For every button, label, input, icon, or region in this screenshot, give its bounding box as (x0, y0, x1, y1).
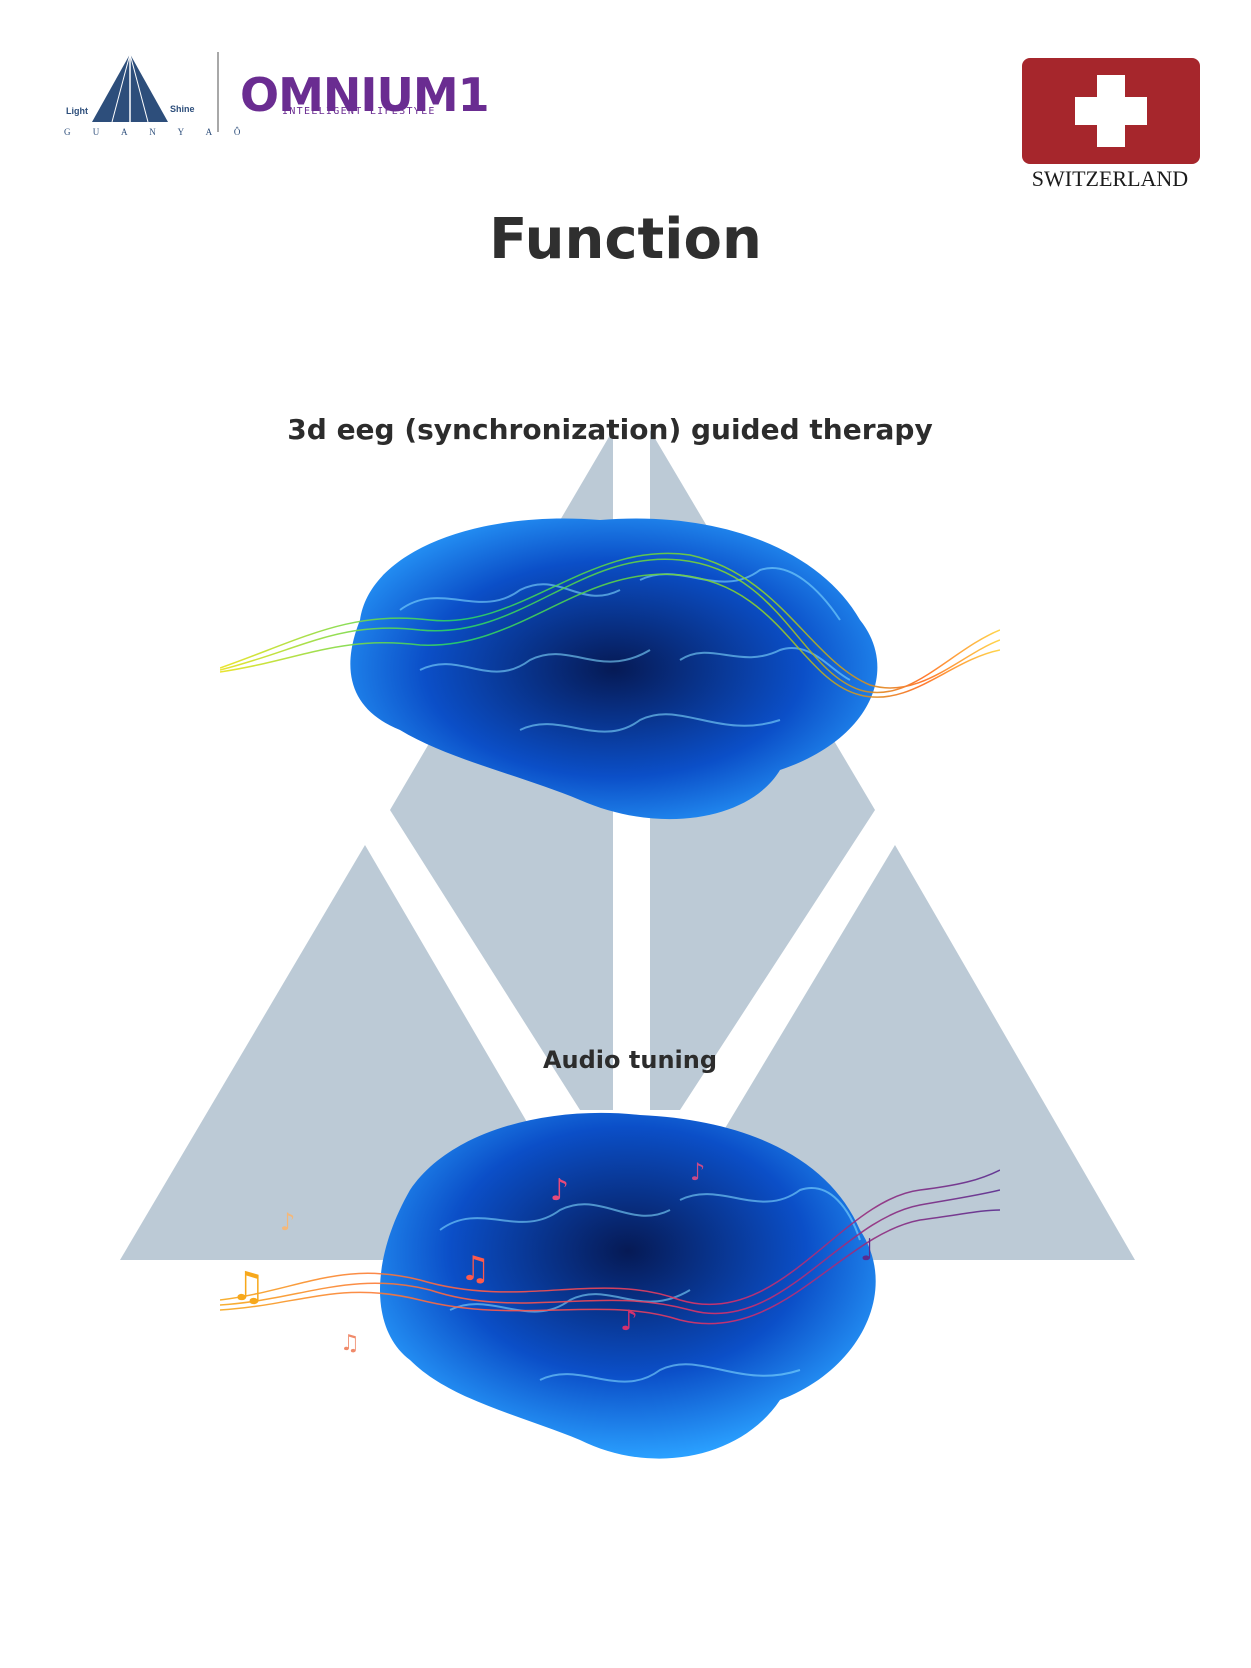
brain-illustration-icon (220, 518, 1000, 820)
brand-logo: Light Shine G U A N Y A Ô (60, 50, 500, 140)
brain-illustration-icon: ♫ ♪ ♫ ♪ ♪ ♪ ♩ ♫ (220, 1112, 1000, 1459)
brand-tagline: INTELLIGENT LIFESTYLE (282, 106, 436, 117)
svg-text:♪: ♪ (280, 1208, 295, 1236)
svg-text:♪: ♪ (620, 1304, 638, 1337)
backdrop-triangle-right (700, 845, 1135, 1260)
svg-text:♪: ♪ (550, 1173, 569, 1208)
section-caption-eeg: 3d eeg (synchronization) guided therapy (287, 413, 933, 446)
section-caption-audio: Audio tuning (542, 1046, 718, 1074)
swiss-cross-icon (1075, 75, 1147, 147)
logo-company-name: G U A N Y A Ô (64, 127, 250, 137)
triangle-logo-icon: Light Shine G U A N Y A Ô (64, 52, 250, 137)
swiss-flag (1022, 58, 1200, 164)
country-label: SWITZERLAND (1031, 166, 1189, 191)
svg-text:♫: ♫ (460, 1249, 490, 1289)
logo-word-shine: Shine (170, 104, 195, 114)
svg-text:♫: ♫ (230, 1264, 266, 1310)
logo-word-light: Light (66, 106, 88, 116)
music-note-icon: ♫ ♪ ♫ ♪ ♪ ♪ ♩ ♫ (230, 1158, 874, 1356)
svg-text:♪: ♪ (690, 1158, 705, 1186)
page-title: Function (489, 207, 762, 272)
svg-text:♫: ♫ (340, 1331, 360, 1356)
brand-wordmark: OMNIUM1 (240, 68, 490, 122)
svg-text:♩: ♩ (860, 1233, 874, 1268)
